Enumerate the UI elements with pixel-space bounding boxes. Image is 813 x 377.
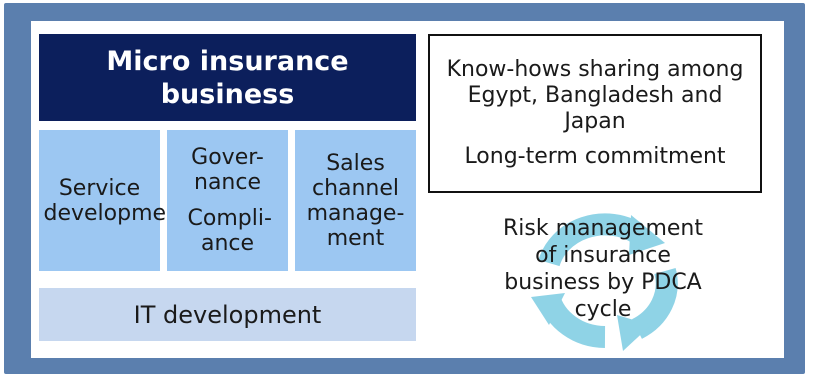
governance-compliance-box: Gover-nance Compli-ance bbox=[167, 130, 288, 271]
risk-management-text: Risk management of insurance business by… bbox=[503, 216, 703, 322]
commitment-text: Long-term commitment bbox=[464, 144, 726, 169]
it-development-box: IT development bbox=[39, 288, 416, 341]
service-development-text: Service development bbox=[43, 175, 189, 226]
sales-channel-box: Sales channel manage-ment bbox=[295, 130, 416, 271]
it-development-text: IT development bbox=[133, 300, 322, 329]
diagram-canvas: Micro insurance business Service develop… bbox=[31, 21, 784, 358]
sales-channel-text: Sales channel manage-ment bbox=[306, 150, 405, 251]
cycle-arrows-icon bbox=[531, 213, 678, 351]
governance-text: Gover-nance bbox=[191, 145, 264, 195]
micro-insurance-heading-text: Micro insurance business bbox=[106, 45, 349, 110]
service-development-box: Service development bbox=[39, 130, 189, 271]
micro-insurance-heading: Micro insurance business bbox=[39, 34, 416, 121]
knowhow-box: Know-hows sharing among Egypt, Banglades… bbox=[428, 34, 762, 193]
knowhow-text: Know-hows sharing among Egypt, Banglades… bbox=[446, 57, 744, 134]
compliance-text: Compli-ance bbox=[187, 206, 272, 256]
diagram-frame: Micro insurance business Service develop… bbox=[4, 3, 805, 374]
